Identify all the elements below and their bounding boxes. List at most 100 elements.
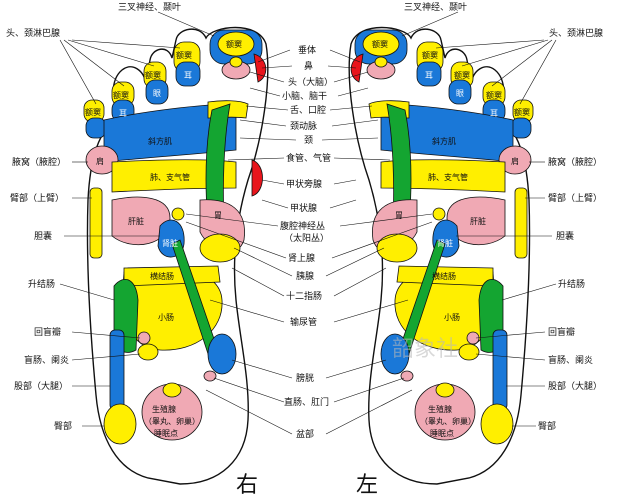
label-ileocecal-left: 回盲瓣	[548, 326, 575, 338]
label-esophagus: 食管、气管	[286, 152, 331, 164]
right-foot-label: 右	[236, 473, 258, 498]
hip-zone	[103, 403, 137, 445]
shoulder-zone	[85, 145, 119, 175]
genital-text-r1: 生殖腺	[152, 404, 176, 414]
insomnia-text-l: 睡眠点	[430, 429, 454, 438]
label-thigh-right: 股部（大腿）	[14, 380, 68, 392]
genital-text-l1: 生殖腺	[428, 404, 452, 414]
label-hip-right: 臀部	[54, 420, 72, 432]
label-hip-left: 臀部	[538, 420, 556, 432]
sinus-text-l2: 额窦	[422, 50, 438, 60]
label-carotid: 颈动脉	[290, 120, 317, 132]
parathyroid-zone	[251, 159, 263, 197]
leader-lines	[59, 11, 557, 435]
label-armpit-right: 腋窝（腋腔）	[12, 156, 66, 168]
label-parathyroid: 甲状旁腺	[286, 178, 322, 190]
toe5-blue	[85, 117, 107, 139]
label-gallbladder-left: 胆囊	[556, 230, 574, 242]
label-upper-arm-right: 臂部（上臂）	[10, 192, 64, 204]
label-nose: 鼻	[304, 60, 313, 72]
appendix-zone	[137, 343, 159, 361]
label-ascending-colon-left: 升结肠	[558, 278, 585, 290]
sinus-text-r4: 额窦	[113, 90, 129, 100]
adrenal-zone	[171, 207, 185, 221]
label-rectum-anus: 直肠、肛门	[284, 396, 329, 408]
upper-arm-zone	[89, 187, 103, 259]
label-appendix-left: 盲肠、阑炎	[548, 354, 593, 366]
insomnia-text-r: 睡眠点	[154, 429, 178, 438]
trapezius-text-r: 斜方肌	[148, 136, 172, 146]
label-trigeminal-right: 三叉神经、颞叶	[118, 1, 181, 13]
eye-text-l: 眼	[456, 89, 464, 98]
label-celiac-plexus: 腹腔神经丛	[280, 220, 325, 232]
transverse-colon-text-l: 横结肠	[432, 271, 456, 281]
label-neck: 颈	[304, 135, 313, 146]
toe3-blue	[145, 79, 169, 105]
sinus-text-r2: 额窦	[176, 50, 192, 60]
small-intestine-text-r: 小肠	[158, 313, 174, 322]
transverse-colon-text-r: 横结肠	[150, 271, 174, 281]
sinus-zone-big	[217, 31, 255, 57]
lung-text-l: 肺、支气管	[428, 172, 468, 182]
thigh-zone	[109, 329, 125, 411]
small-intestine-text-l: 小肠	[444, 313, 460, 322]
ear-text-r: 耳	[184, 71, 192, 80]
label-armpit-left: 腋窝（腋腔）	[548, 156, 602, 168]
lung-text-r: 肺、支气管	[150, 172, 190, 182]
label-pancreas: 胰腺	[296, 270, 314, 282]
label-lymph-right: 头、颈淋巴腺	[6, 27, 60, 39]
lung-zone	[111, 159, 237, 193]
label-appendix-right: 盲肠、阑炎	[24, 354, 69, 366]
stomach-text-r: 胃	[214, 211, 222, 220]
sinus-text-l3: 额窦	[454, 70, 470, 80]
rectum-zone	[203, 370, 217, 382]
label-bladder: 膀胱	[296, 372, 314, 384]
label-thyroid: 甲状腺	[290, 202, 317, 214]
watermark: 韶象社	[392, 337, 458, 362]
label-upper-arm-left: 臂部（上臂）	[548, 192, 602, 204]
kidney-text-r: 肾脏	[162, 238, 178, 248]
shoulder-text-l: 肩	[511, 156, 519, 166]
left-foot-label: 左	[356, 473, 378, 498]
sinus-text-r3: 额窦	[145, 70, 161, 80]
shoulder-text-r: 肩	[96, 156, 104, 166]
sinus-text-r1: 额窦	[226, 39, 242, 49]
label-ileocecal-right: 回盲瓣	[34, 326, 61, 338]
label-solar-plexus: （太阳丛）	[284, 232, 329, 244]
genital-dot	[162, 382, 182, 398]
trapezius-text-l: 斜方肌	[432, 136, 456, 146]
eye-text-r2: 耳	[119, 109, 127, 118]
sinus-text-r5: 额窦	[85, 107, 101, 117]
kidney-text-l: 肾脏	[437, 238, 453, 248]
sinus-text-l4: 额窦	[486, 90, 502, 100]
liver-zone	[111, 196, 171, 246]
label-thigh-left: 股部（大腿）	[548, 380, 602, 392]
pituitary-zone	[229, 56, 243, 68]
right-foot	[83, 26, 269, 485]
eye-text-l2: 耳	[490, 109, 498, 118]
label-gallbladder-right: 胆囊	[34, 230, 52, 242]
label-tongue-mouth: 舌、口腔	[290, 104, 326, 116]
trapezius-zone	[103, 103, 237, 163]
eye-text-r: 眼	[153, 89, 161, 98]
label-ascending-colon-right: 升结肠	[28, 278, 55, 290]
liver-text-r: 肝脏	[128, 216, 144, 226]
label-cerebellum: 小脑、脑干	[282, 90, 327, 102]
left-foot	[348, 26, 534, 485]
liver-text-l: 肝脏	[470, 216, 486, 226]
label-head-brain: 头（大脑）	[288, 76, 333, 88]
label-trigeminal-left: 三叉神经、颞叶	[404, 1, 467, 13]
stomach-text-l: 胃	[395, 211, 403, 220]
label-adrenal: 肾上腺	[288, 252, 315, 264]
ear-text-l: 耳	[425, 71, 433, 80]
genital-text-r2: （睾丸、卵巢）	[144, 416, 200, 426]
label-pituitary: 垂体	[298, 44, 316, 56]
label-duodenum: 十二指肠	[286, 290, 322, 302]
genital-text-l2: （睾丸、卵巢）	[420, 416, 476, 426]
sinus-text-l5: 额窦	[514, 107, 530, 117]
toe2-blue	[175, 61, 201, 87]
label-lymph-left: 头、颈淋巴腺	[549, 27, 603, 39]
nose-zone	[253, 53, 267, 83]
sinus-text-l1: 额窦	[372, 39, 388, 49]
